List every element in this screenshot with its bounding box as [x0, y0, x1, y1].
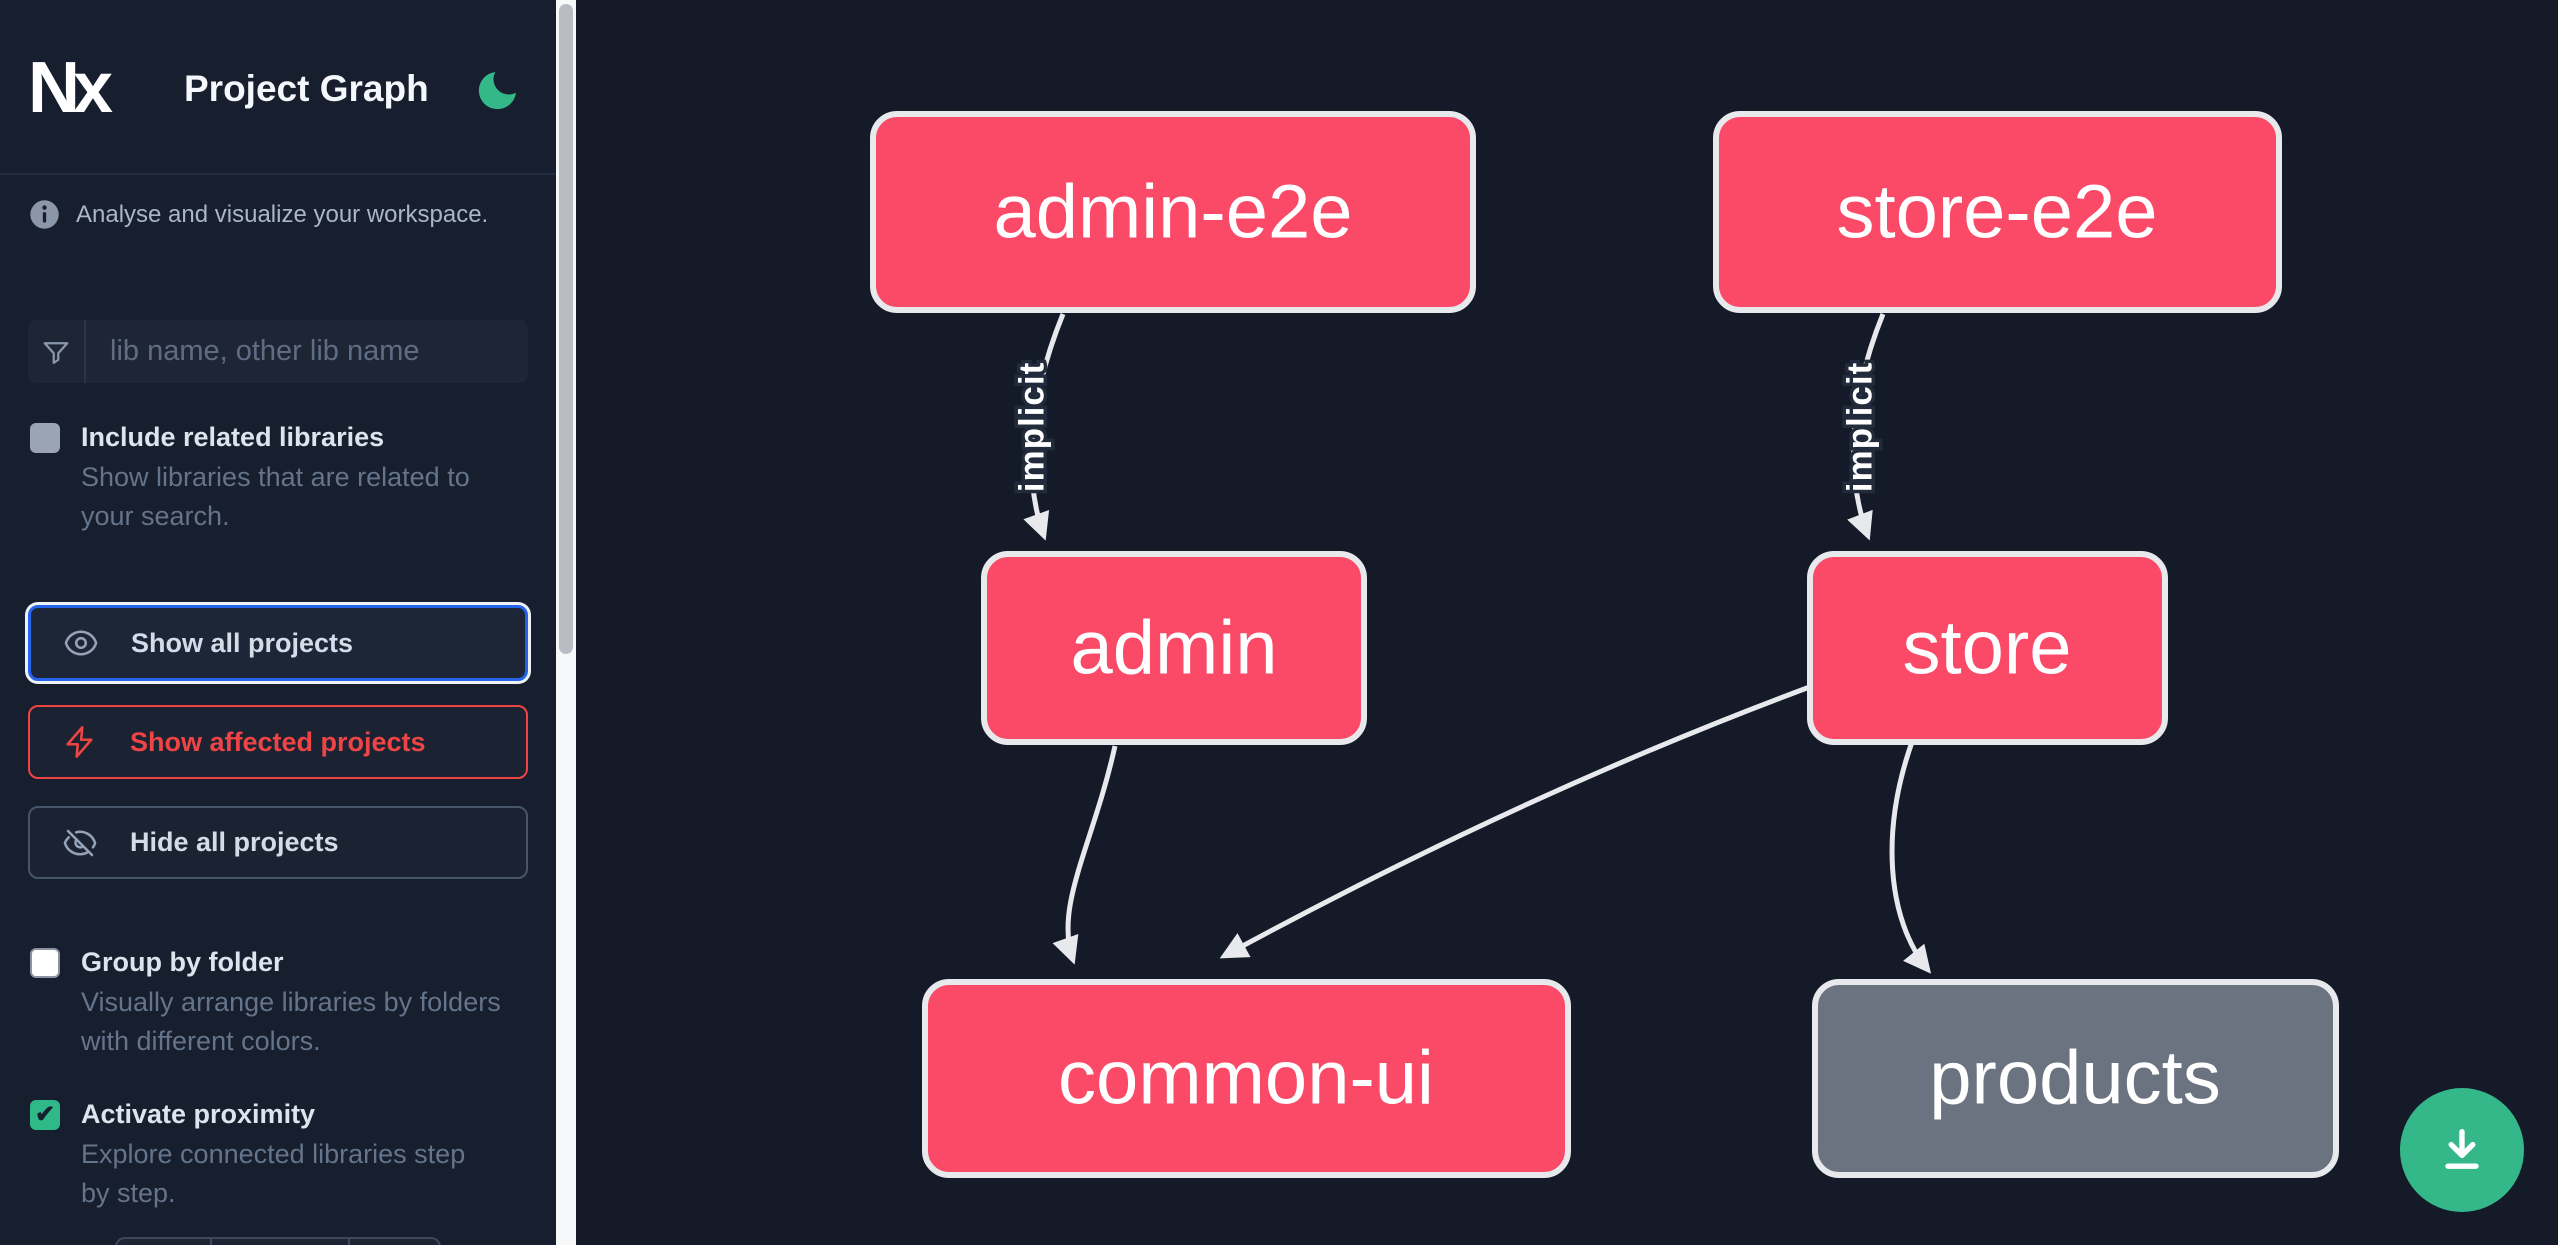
tagline-text: Analyse and visualize your workspace.	[76, 200, 489, 228]
hide-all-projects-button[interactable]: Hide all projects	[28, 806, 528, 879]
node-store-e2e-label: store-e2e	[1836, 170, 2157, 255]
show-all-projects-label: Show all projects	[131, 627, 354, 658]
node-admin[interactable]: admin	[981, 551, 1367, 745]
edge-label-implicit-1: implicit	[1013, 362, 1052, 493]
show-affected-projects-button[interactable]: Show affected projects	[28, 705, 528, 779]
group-by-folder-label: Group by folder	[81, 947, 284, 977]
show-all-projects-button[interactable]: Show all projects	[28, 605, 528, 681]
include-related-checkbox[interactable]	[30, 423, 60, 453]
node-store-e2e-rect[interactable]	[1713, 111, 2282, 313]
activate-proximity-description: Explore connected libraries step by step…	[81, 1139, 466, 1208]
info-icon	[30, 200, 59, 229]
node-store-label: store	[1903, 606, 2072, 691]
segment-1[interactable]	[115, 1237, 210, 1245]
show-affected-projects-label: Show affected projects	[130, 726, 426, 757]
include-related-description: Show libraries that are related to your …	[81, 462, 470, 531]
edge-admin-to-common-ui[interactable]	[1052, 745, 1118, 965]
page-title: Project Graph	[184, 68, 429, 109]
segment-3[interactable]	[348, 1237, 441, 1245]
hide-all-projects-label: Hide all projects	[130, 827, 339, 857]
edge-store-e2e-to-store[interactable]	[1847, 313, 1886, 541]
nx-logo: Nx	[28, 48, 113, 128]
filter-funnel-icon	[28, 320, 86, 383]
edge-label-implicit-2: implicit	[1841, 362, 1880, 493]
scrollbar-thumb[interactable]	[559, 4, 573, 654]
node-store-rect[interactable]	[1807, 551, 2168, 745]
node-products[interactable]: products	[1812, 979, 2339, 1178]
node-admin-e2e-rect[interactable]	[870, 111, 1476, 313]
download-icon	[2445, 1129, 2479, 1169]
lightning-bolt-icon	[66, 726, 93, 758]
checkmark-icon: ✔	[34, 1101, 56, 1128]
segment-2[interactable]	[210, 1237, 348, 1245]
search-input[interactable]	[86, 320, 528, 383]
dark-mode-toggle[interactable]	[472, 64, 524, 116]
group-by-folder-description: Visually arrange libraries by folders wi…	[81, 987, 501, 1056]
sidebar-header: Nx Project Graph	[0, 0, 556, 175]
graph-canvas[interactable]: implicit implicit admin-e2e store-e2e ad…	[576, 0, 2558, 1245]
project-graph-svg: implicit implicit admin-e2e store-e2e ad…	[870, 111, 2339, 1178]
group-by-folder-checkbox-row[interactable]: Group by folder Visually arrange librari…	[30, 943, 516, 1061]
bottom-segmented-control	[115, 1237, 441, 1245]
activate-proximity-checkbox[interactable]: ✔	[30, 1100, 60, 1130]
node-common-ui-label: common-ui	[1058, 1036, 1434, 1121]
eye-icon	[64, 630, 98, 656]
eye-off-icon	[63, 829, 97, 856]
download-graph-button[interactable]	[2400, 1088, 2524, 1212]
node-admin-label: admin	[1071, 606, 1278, 691]
workspace-tagline: Analyse and visualize your workspace.	[29, 199, 488, 230]
moon-icon	[478, 72, 516, 110]
node-admin-rect[interactable]	[981, 551, 1367, 745]
edge-admin-e2e-to-admin[interactable]	[1023, 313, 1066, 541]
include-related-checkbox-row[interactable]: Include related libraries Show libraries…	[30, 418, 516, 536]
include-related-label: Include related libraries	[81, 422, 385, 452]
nx-logo-text: Nx	[28, 48, 113, 128]
node-common-ui[interactable]: common-ui	[922, 979, 1571, 1178]
node-common-ui-rect[interactable]	[922, 979, 1571, 1178]
node-admin-e2e-label: admin-e2e	[993, 170, 1352, 255]
node-store[interactable]: store	[1807, 551, 2168, 745]
node-store-e2e[interactable]: store-e2e	[1713, 111, 2282, 313]
node-products-rect[interactable]	[1812, 979, 2339, 1178]
activate-proximity-checkbox-row[interactable]: ✔ Activate proximity Explore connected l…	[30, 1095, 516, 1213]
search-box	[28, 320, 528, 383]
node-admin-e2e[interactable]: admin-e2e	[870, 111, 1476, 313]
sidebar-scrollbar[interactable]	[556, 0, 576, 1245]
edge-store-to-common-ui[interactable]	[1219, 682, 1816, 959]
edge-store-to-products[interactable]	[1889, 741, 1932, 974]
activate-proximity-label: Activate proximity	[81, 1099, 316, 1129]
node-products-label: products	[1929, 1036, 2221, 1121]
sidebar: Nx Project Graph Analyse and visualize y…	[0, 0, 556, 1245]
group-by-folder-checkbox[interactable]	[30, 948, 60, 978]
